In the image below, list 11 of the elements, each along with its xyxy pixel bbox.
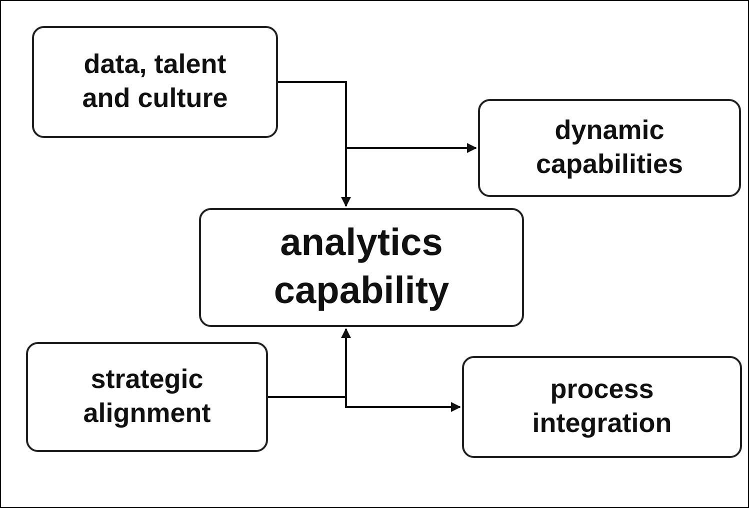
process-box: [32, 26, 278, 138]
box-label: dynamic capabilities: [534, 114, 684, 181]
arrow: [278, 81, 477, 153]
process-box: [199, 208, 524, 327]
process-box: [26, 342, 268, 452]
box-label: data, talent and culture: [81, 48, 229, 115]
box-label: strategic alignment: [82, 363, 212, 430]
process-box: [462, 356, 742, 458]
box-label: process integration: [531, 373, 673, 440]
box-label: analytics capability: [272, 221, 450, 314]
process-box: [478, 99, 741, 197]
